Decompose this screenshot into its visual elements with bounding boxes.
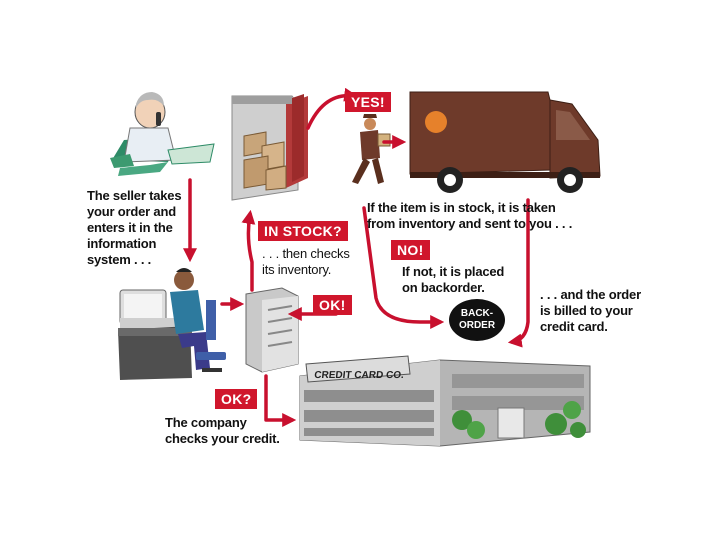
caption-seller-takes-order: The seller takes your order and enters i… [87, 188, 182, 267]
clerk-at-computer-icon [118, 268, 226, 380]
no-tag: NO! [391, 240, 430, 260]
ok-question-tag: OK? [215, 389, 258, 409]
flow-arrows [183, 87, 530, 427]
caption-in-stock-sent: If the item is in stock, it is taken fro… [367, 200, 573, 231]
credit-card-company-sign: CREDIT CARD CO. [313, 370, 405, 381]
caption-checks-inventory: . . . then checks its inventory. [262, 246, 350, 277]
seller-on-phone-icon [110, 92, 215, 176]
backorder-oval: BACK- ORDER [449, 299, 505, 341]
trees-icon [452, 401, 586, 439]
arrow-warehouse-to-backorder [362, 206, 445, 329]
server-tower-icon [245, 287, 299, 373]
yes-tag: YES! [345, 92, 391, 112]
boxes-icon [243, 131, 287, 191]
caption-backorder: If not, it is placed on backorder. [402, 264, 505, 295]
caption-billed-card: . . . and the order is billed to your cr… [540, 287, 641, 334]
caption-checks-credit: The company checks your credit. [165, 415, 280, 446]
delivery-van-icon [409, 91, 601, 193]
credit-card-company-building-icon [299, 355, 591, 447]
delivery-person-icon [352, 114, 391, 184]
ok-server-tag: OK! [313, 295, 352, 315]
in-stock-tag: IN STOCK? [258, 221, 348, 241]
arrow-server-to-warehouse [241, 209, 256, 292]
arrow-van-to-billing [507, 198, 530, 348]
arrow-clerk-to-building [264, 374, 297, 427]
